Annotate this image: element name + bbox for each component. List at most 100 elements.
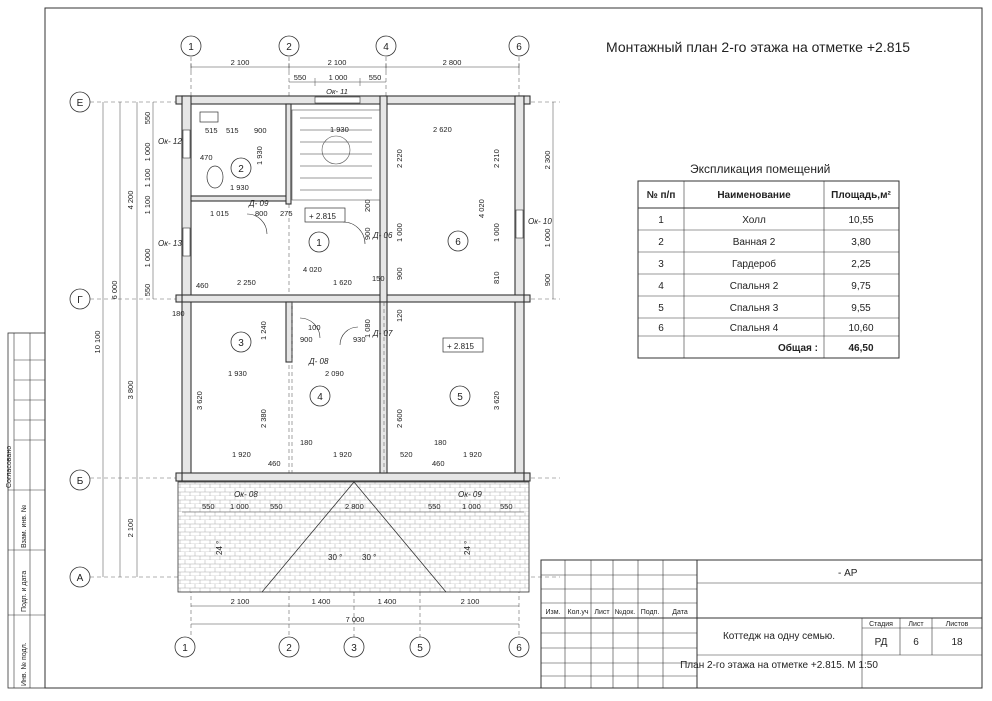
svg-text:550: 550 [202,502,215,511]
level-mark-hall: + 2.815 [309,212,336,221]
svg-text:2 800: 2 800 [345,502,364,511]
stamp-stage: РД [875,637,888,648]
table-header: Площадь,м² [831,190,891,201]
svg-text:900: 900 [395,267,404,280]
svg-text:900: 900 [363,227,372,240]
svg-text:2 090: 2 090 [325,369,344,378]
axis-label-top: 1 [188,42,194,53]
room-number: 3 [238,338,244,349]
svg-text:1 000: 1 000 [230,502,249,511]
svg-text:200: 200 [363,199,372,212]
table-cell: 10,60 [848,323,873,334]
svg-text:3 620: 3 620 [195,391,204,410]
dim-text: 550 [294,73,307,82]
svg-text:470: 470 [200,153,213,162]
svg-text:120: 120 [395,309,404,322]
svg-text:4 020: 4 020 [303,265,322,274]
dim-text: 550 [143,112,152,125]
svg-text:275: 275 [280,209,293,218]
svg-text:1 240: 1 240 [259,321,268,340]
svg-text:7 000: 7 000 [346,615,365,624]
svg-text:24 °: 24 ° [215,541,224,555]
table-cell: 9,75 [851,281,871,292]
stamp-sheet-header: Лист [908,621,924,628]
svg-text:810: 810 [492,271,501,284]
svg-text:Д- 06: Д- 06 [372,231,393,240]
svg-text:1 930: 1 930 [230,183,249,192]
table-cell: Ванная 2 [733,237,776,248]
svg-text:150: 150 [372,274,385,283]
room-number: 6 [455,237,461,248]
svg-text:2 250: 2 250 [237,278,256,287]
table-cell: Спальня 2 [730,281,779,292]
axis-label-top: 2 [286,42,292,53]
drawing-title: Монтажный план 2-го этажа на отметке +2.… [606,39,910,55]
axis-label-bottom: 2 [286,643,292,654]
svg-text:1 400: 1 400 [312,597,331,606]
level-mark-bedroom: + 2.815 [447,342,474,351]
table-cell: 5 [658,303,664,314]
dimension-right: 2 300 1 000 900 Ок- 10 [528,102,554,299]
svg-text:2 220: 2 220 [395,149,404,168]
dim-text: 1 100 [143,169,152,188]
dim-text: 2 100 [231,58,250,67]
stamp-sheet-title: План 2-го этажа на отметке +2.815. М 1:5… [680,660,878,671]
svg-text:2 100: 2 100 [461,597,480,606]
table-cell: Холл [742,215,766,226]
side-stamp-inv: Инв. № подл. [21,642,28,686]
explication-table: Экспликация помещений № п/п Наименование… [637,162,900,359]
dim-text: 6 000 [110,281,119,300]
svg-text:930: 930 [353,335,366,344]
window-label: Ок- 10 [528,217,552,226]
axis-label-bottom: 3 [351,643,357,654]
svg-text:1 620: 1 620 [333,278,352,287]
svg-text:Ок- 09: Ок- 09 [458,490,482,499]
svg-text:Д- 08: Д- 08 [308,357,329,366]
window-label: Ок- 13 [158,239,182,248]
stamp-sheets: 18 [951,637,963,648]
svg-text:2 600: 2 600 [395,409,404,428]
table-cell: 2 [658,237,664,248]
svg-text:460: 460 [268,459,281,468]
room-number: 4 [317,392,323,403]
table-cell: 6 [658,323,664,334]
svg-text:1 080: 1 080 [363,319,372,338]
dimension-bottom: 2 100 1 400 1 400 2 100 7 000 [191,597,519,625]
svg-text:Ок- 08: Ок- 08 [234,490,258,499]
svg-text:515: 515 [205,126,218,135]
dim-text: 1 000 [543,229,552,248]
table-cell: Спальня 4 [730,323,779,334]
axis-label-left: Е [77,98,84,109]
svg-text:2 620: 2 620 [433,125,452,134]
axis-label-left: А [77,573,84,584]
dim-text: 3 800 [126,381,135,400]
dim-text: 2 100 [126,519,135,538]
svg-text:100: 100 [308,323,321,332]
dimension-top: 2 100 2 100 2 800 550 1 000 550 Ок- 11 [190,58,520,96]
stamp-stage-header: Стадия [869,621,893,628]
window-label: Ок- 11 [326,87,348,96]
svg-text:4 020: 4 020 [477,199,486,218]
svg-text:180: 180 [172,309,185,318]
svg-text:550: 550 [428,502,441,511]
stamp-column: Подп. [641,609,660,616]
svg-text:2 100: 2 100 [231,597,250,606]
level-marks: + 2.815 + 2.815 [304,207,484,353]
room-number: 2 [238,164,244,175]
roof: 550 1 000 550 2 800 550 1 000 550 Ок- 08… [177,481,530,593]
svg-text:180: 180 [300,438,313,447]
window-label: Ок- 12 [158,137,182,146]
table-header: Наименование [717,190,791,201]
stamp-column: Дата [672,609,688,616]
svg-text:900: 900 [300,335,313,344]
svg-text:550: 550 [270,502,283,511]
dim-text: 10 100 [93,331,102,354]
title-block: Изм. Кол.уч Лист №док. Подп. Дата - АР К… [540,559,983,689]
side-stamp: Согласовано Взам. инв. № Подп. и дата Ин… [6,332,46,689]
table-header: № п/п [647,190,676,201]
stamp-project: Коттедж на одну семью. [723,631,835,642]
dim-text: 4 200 [126,191,135,210]
stamp-column: №док. [615,609,636,616]
table-cell: 2,25 [851,259,871,270]
table-cell: 1 [658,215,664,226]
